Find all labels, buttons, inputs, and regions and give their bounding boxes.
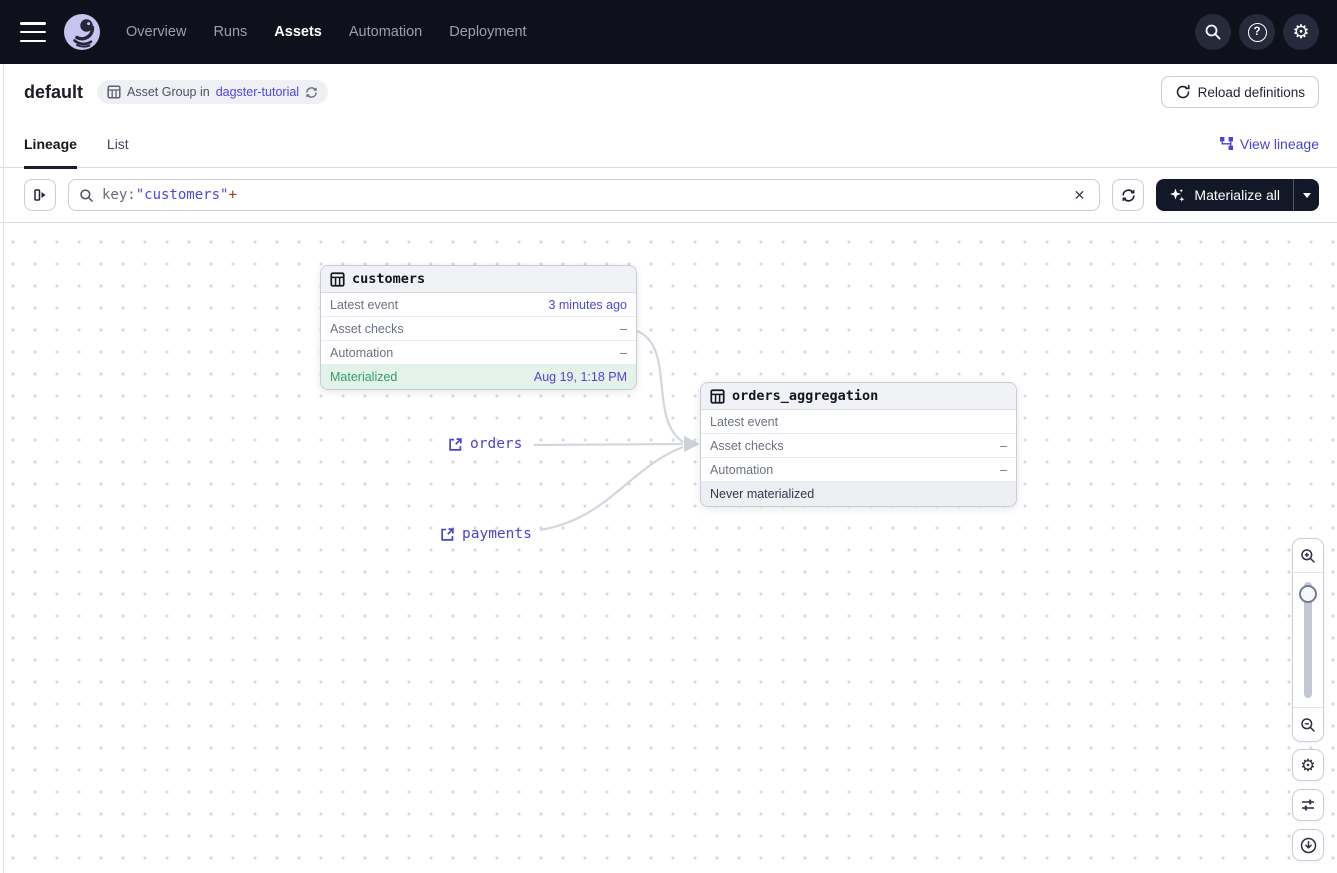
asset-node-header: orders_aggregation bbox=[701, 383, 1016, 410]
materialize-all-split-button: Materialize all bbox=[1156, 179, 1319, 211]
reload-definitions-button[interactable]: Reload definitions bbox=[1160, 76, 1319, 108]
top-nav: Overview Runs Assets Automation Deployme… bbox=[0, 0, 1337, 64]
asset-node-header: customers bbox=[321, 266, 636, 293]
materialize-options-button[interactable] bbox=[1293, 179, 1319, 211]
nav-item-deployment[interactable]: Deployment bbox=[449, 24, 527, 40]
dagster-logo-icon[interactable] bbox=[64, 14, 100, 50]
help-icon[interactable]: ? bbox=[1239, 14, 1275, 50]
panel-divider bbox=[3, 64, 4, 873]
external-asset-orders[interactable]: orders bbox=[448, 436, 522, 452]
graph-filters-button[interactable] bbox=[1292, 789, 1324, 821]
zoom-out-button[interactable] bbox=[1293, 708, 1323, 741]
lineage-edges bbox=[533, 329, 700, 532]
latest-event-row: Latest event bbox=[701, 410, 1016, 434]
reload-icon bbox=[1176, 84, 1190, 99]
materialized-status-row: Materialized Aug 19, 1:18 PM bbox=[321, 365, 636, 389]
recenter-button[interactable] bbox=[1292, 829, 1324, 861]
asset-checks-row: Asset checks – bbox=[701, 434, 1016, 458]
automation-row: Automation – bbox=[321, 341, 636, 365]
tab-list[interactable]: List bbox=[106, 135, 129, 152]
asset-title: customers bbox=[352, 271, 426, 287]
graph-settings-button[interactable]: ⚙ bbox=[1292, 749, 1324, 781]
zoom-slider-track[interactable] bbox=[1304, 582, 1312, 698]
asset-node-orders-aggregation[interactable]: orders_aggregation Latest event Asset ch… bbox=[700, 382, 1017, 507]
latest-event-link[interactable]: 3 minutes ago bbox=[548, 297, 627, 312]
automation-row: Automation – bbox=[701, 458, 1016, 482]
sparkles-icon bbox=[1170, 188, 1185, 202]
view-lineage-link[interactable]: View lineage bbox=[1219, 136, 1319, 152]
asset-checks-row: Asset checks – bbox=[321, 317, 636, 341]
nav-item-assets[interactable]: Assets bbox=[274, 24, 322, 40]
asset-search-input[interactable]: key:"customers"+ ✕ bbox=[68, 179, 1101, 211]
sync-icon bbox=[306, 86, 317, 98]
open-panel-button[interactable] bbox=[24, 179, 56, 211]
caret-down-icon bbox=[1302, 192, 1311, 198]
clear-search-icon[interactable]: ✕ bbox=[1073, 186, 1086, 203]
download-circle-icon bbox=[1300, 837, 1316, 853]
search-query: key:"customers"+ bbox=[102, 187, 237, 203]
zoom-slider-handle[interactable] bbox=[1299, 585, 1317, 603]
refresh-icon bbox=[1122, 188, 1135, 202]
latest-event-row: Latest event 3 minutes ago bbox=[321, 293, 636, 317]
tab-lineage[interactable]: Lineage bbox=[24, 120, 77, 169]
refresh-graph-button[interactable] bbox=[1112, 179, 1145, 211]
panel-expand-icon bbox=[34, 189, 46, 201]
never-materialized-row: Never materialized bbox=[701, 482, 1016, 506]
zoom-slider[interactable] bbox=[1293, 572, 1323, 708]
gear-icon: ⚙ bbox=[1300, 755, 1316, 775]
nav-item-runs[interactable]: Runs bbox=[213, 24, 248, 40]
search-icon[interactable] bbox=[1195, 14, 1231, 50]
graph-toolbar: key:"customers"+ ✕ Materialize all bbox=[0, 168, 1337, 223]
filters-icon bbox=[1302, 799, 1314, 811]
page-title: default bbox=[24, 81, 84, 102]
external-link-icon bbox=[449, 437, 462, 451]
asset-title: orders_aggregation bbox=[732, 388, 879, 404]
materialized-timestamp-link[interactable]: Aug 19, 1:18 PM bbox=[533, 370, 627, 384]
table-icon bbox=[330, 271, 345, 287]
search-icon bbox=[80, 188, 93, 202]
primary-nav: Overview Runs Assets Automation Deployme… bbox=[126, 24, 527, 40]
menu-icon[interactable] bbox=[20, 22, 46, 42]
external-link-icon bbox=[441, 527, 454, 541]
external-asset-payments[interactable]: payments bbox=[440, 526, 532, 542]
table-icon bbox=[710, 388, 725, 404]
asset-node-customers[interactable]: customers Latest event 3 minutes ago Ass… bbox=[320, 265, 637, 390]
nav-item-overview[interactable]: Overview bbox=[126, 24, 187, 40]
zoom-in-button[interactable] bbox=[1293, 539, 1323, 572]
tabs-row: Lineage List View lineage bbox=[0, 120, 1337, 169]
zoom-in-icon bbox=[1301, 548, 1315, 563]
settings-icon[interactable]: ⚙ bbox=[1283, 14, 1319, 50]
zoom-out-icon bbox=[1301, 717, 1315, 732]
lineage-icon bbox=[1219, 137, 1233, 150]
page-header: default Asset Group in dagster-tutorial … bbox=[0, 64, 1337, 120]
nav-item-automation[interactable]: Automation bbox=[348, 24, 423, 40]
lineage-canvas[interactable]: customers Latest event 3 minutes ago Ass… bbox=[0, 223, 1337, 873]
code-location-link[interactable]: dagster-tutorial bbox=[215, 85, 300, 99]
asset-group-badge: Asset Group in dagster-tutorial bbox=[97, 80, 329, 104]
badge-text: Asset Group in bbox=[127, 85, 210, 99]
materialize-all-button[interactable]: Materialize all bbox=[1156, 179, 1293, 211]
table-icon bbox=[107, 85, 121, 99]
zoom-control-group bbox=[1292, 538, 1324, 742]
